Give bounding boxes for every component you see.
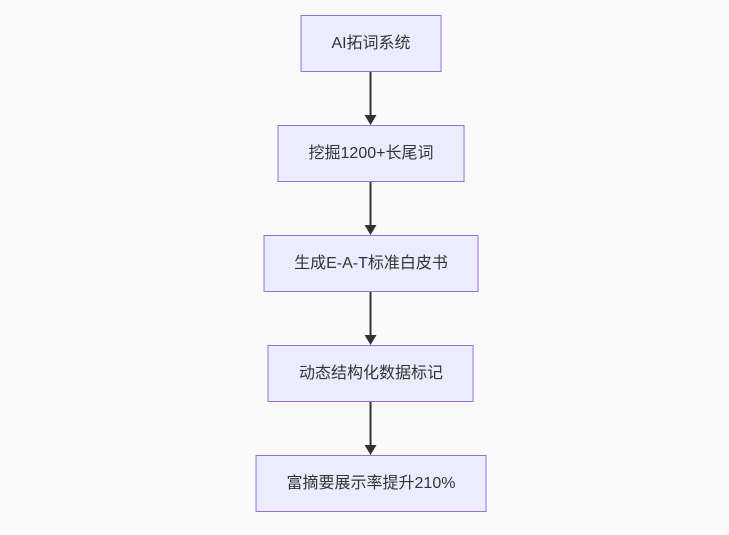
flow-node-longtail-keyword-mining: 挖掘1200+长尾词 [277,125,465,182]
arrow-connector-3 [364,292,378,345]
arrow-line [370,402,372,446]
flow-node-eat-whitepaper-generation: 生成E-A-T标准白皮书 [263,235,479,292]
arrow-connector-4 [364,402,378,455]
arrow-head-icon [365,225,377,235]
flow-node-dynamic-structured-data-markup: 动态结构化数据标记 [267,345,474,402]
arrow-connector-1 [364,72,378,125]
arrow-connector-2 [364,182,378,235]
arrow-line [370,182,372,226]
arrow-line [370,292,372,336]
flow-node-ai-word-expansion-system: AI拓词系统 [300,15,442,72]
arrow-line [370,72,372,116]
flowchart-column: AI拓词系统 挖掘1200+长尾词 生成E-A-T标准白皮书 动态结构化数据标记… [255,15,487,512]
arrow-head-icon [365,335,377,345]
flow-node-rich-snippet-rate-increase: 富摘要展示率提升210% [255,455,487,512]
arrow-head-icon [365,445,377,455]
arrow-head-icon [365,115,377,125]
